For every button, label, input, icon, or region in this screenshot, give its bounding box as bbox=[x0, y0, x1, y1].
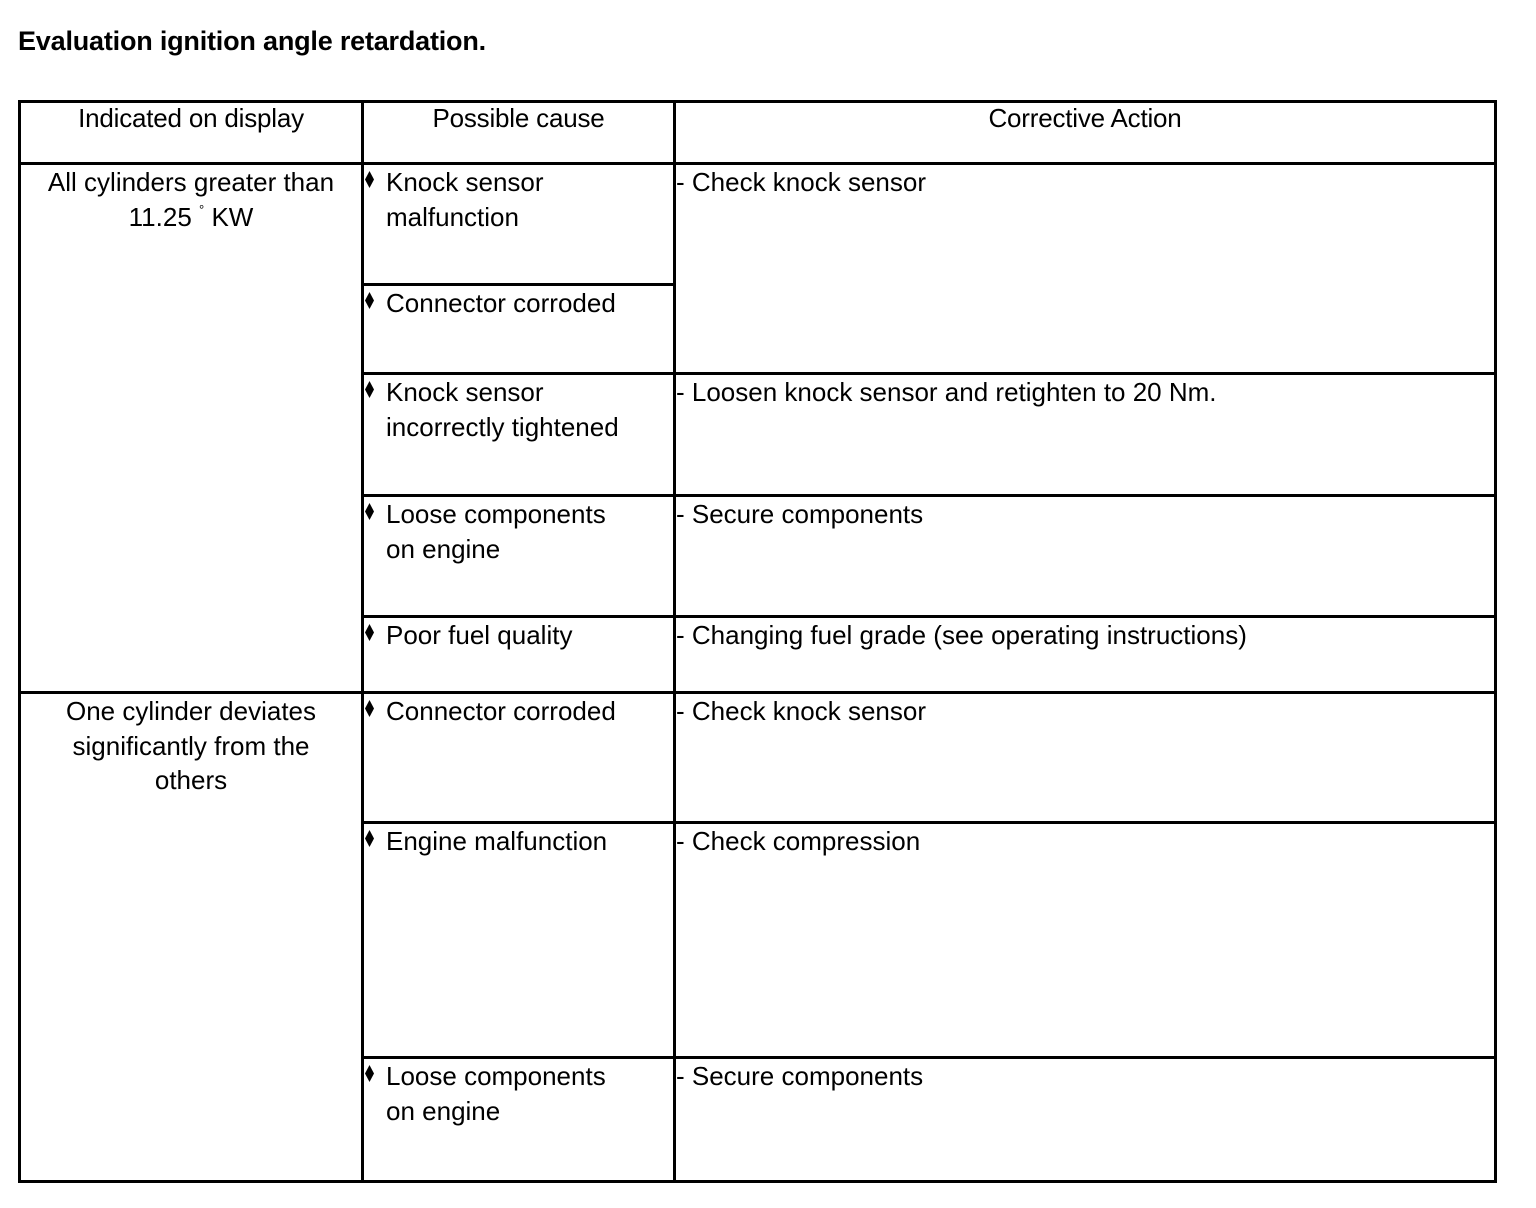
cause-item: Knock sensor malfunction bbox=[364, 165, 673, 234]
corrective-action-text: - Check knock sensor bbox=[676, 696, 926, 726]
cell-possible-cause: Knock sensor malfunction bbox=[361, 162, 676, 286]
table-row: Loose components on engine - Secure comp… bbox=[20, 1056, 1497, 1183]
page-title: Evaluation ignition angle retardation. bbox=[18, 26, 486, 56]
indicated-line-2: significantly from the bbox=[72, 730, 310, 761]
column-header-possible-cause: Possible cause bbox=[361, 100, 676, 165]
cause-line-1: Knock sensor bbox=[386, 377, 544, 407]
table-row: Loose components on engine - Secure comp… bbox=[20, 494, 1497, 618]
diamond-bullet-icon bbox=[364, 381, 386, 398]
cause-item: Loose components on engine bbox=[364, 497, 673, 566]
cell-possible-cause: Knock sensor incorrectly tightened bbox=[361, 372, 676, 497]
cause-line-2: malfunction bbox=[386, 201, 519, 232]
cell-corrective-action: - Check compression bbox=[673, 821, 1497, 1059]
indicated-line-1: One cylinder deviates bbox=[65, 696, 317, 726]
diamond-bullet-icon bbox=[364, 624, 386, 641]
cell-indicated-on-display-group-1: All cylinders greater than 11.25 ° KW bbox=[18, 162, 364, 694]
cell-possible-cause: Loose components on engine bbox=[361, 494, 676, 618]
table-row: Knock sensor incorrectly tightened - Loo… bbox=[20, 372, 1497, 497]
diamond-bullet-icon bbox=[364, 1065, 386, 1082]
cause-item: Connector corroded bbox=[364, 694, 673, 729]
table-row: Engine malfunction - Check compression bbox=[20, 821, 1497, 1059]
cell-possible-cause: Engine malfunction bbox=[361, 821, 676, 1059]
cause-line-1: Loose components bbox=[386, 1061, 606, 1091]
diamond-bullet-icon bbox=[364, 830, 386, 847]
cause-text: Loose components on engine bbox=[386, 497, 673, 566]
corrective-action-text: - Secure components bbox=[676, 1061, 924, 1091]
cause-line-1: Connector corroded bbox=[386, 288, 616, 318]
diamond-bullet-icon bbox=[364, 292, 386, 309]
corrective-action-text: - Secure components bbox=[676, 499, 924, 529]
column-header-corrective-action: Corrective Action bbox=[673, 100, 1497, 165]
degree-superscript-icon: ° bbox=[199, 201, 205, 217]
cause-line-1: Connector corroded bbox=[386, 696, 616, 726]
cell-indicated-on-display-group-2: One cylinder deviates significantly from… bbox=[18, 691, 364, 1183]
cause-line-2: incorrectly tightened bbox=[386, 411, 619, 442]
indicated-line-1: All cylinders greater than bbox=[47, 167, 335, 197]
cell-corrective-action: - Check knock sensor bbox=[673, 691, 1497, 824]
troubleshooting-table: Indicated on display Possible cause Corr… bbox=[18, 100, 1497, 1183]
table-row: Poor fuel quality - Changing fuel grade … bbox=[20, 615, 1497, 694]
cause-item: Loose components on engine bbox=[364, 1059, 673, 1128]
cause-item: Connector corroded bbox=[364, 286, 673, 321]
cause-text: Engine malfunction bbox=[386, 824, 673, 859]
cause-text: Poor fuel quality bbox=[386, 618, 673, 653]
column-header-indicated-on-display: Indicated on display bbox=[18, 100, 364, 165]
cause-line-2: on engine bbox=[386, 1095, 501, 1126]
cause-line-1: Poor fuel quality bbox=[386, 620, 573, 650]
table-row: Connector corroded bbox=[20, 283, 1496, 375]
cause-item: Poor fuel quality bbox=[364, 618, 673, 653]
cell-possible-cause: Connector corroded bbox=[361, 283, 676, 375]
corrective-action-text: - Check compression bbox=[676, 826, 921, 856]
table-row: One cylinder deviates significantly from… bbox=[18, 691, 1497, 1183]
cause-line-1: Engine malfunction bbox=[386, 826, 608, 856]
cause-text: Knock sensor incorrectly tightened bbox=[386, 375, 673, 444]
corrective-action-text: - Check knock sensor bbox=[676, 167, 926, 197]
cause-text: Connector corroded bbox=[386, 286, 673, 321]
corrective-action-text: - Loosen knock sensor and retighten to 2… bbox=[676, 377, 1217, 407]
cell-corrective-action: - Secure components bbox=[673, 494, 1497, 618]
cause-line-2: on engine bbox=[386, 533, 501, 564]
indicated-line-3: others bbox=[154, 765, 228, 796]
cell-corrective-action: - Loosen knock sensor and retighten to 2… bbox=[673, 372, 1497, 497]
cell-possible-cause: Loose components on engine bbox=[361, 1056, 676, 1183]
corrective-action-text: - Changing fuel grade (see operating ins… bbox=[676, 620, 1247, 650]
indicated-value-suffix: KW bbox=[204, 201, 254, 232]
cause-text: Connector corroded bbox=[386, 694, 673, 729]
cell-corrective-action: - Check knock sensor bbox=[673, 162, 1497, 375]
table-header-row: Indicated on display Possible cause Corr… bbox=[18, 100, 1497, 165]
cell-corrective-action: - Secure components bbox=[673, 1056, 1497, 1183]
diamond-bullet-icon bbox=[364, 171, 386, 188]
table-row: All cylinders greater than 11.25 ° KW Kn… bbox=[18, 162, 1497, 694]
cell-possible-cause: Connector corroded bbox=[361, 691, 676, 824]
cause-item: Engine malfunction bbox=[364, 824, 673, 859]
cell-corrective-action: - Changing fuel grade (see operating ins… bbox=[673, 615, 1497, 694]
indicated-line-2: 11.25 ° KW bbox=[21, 200, 361, 235]
diamond-bullet-icon bbox=[364, 503, 386, 520]
cause-item: Knock sensor incorrectly tightened bbox=[364, 375, 673, 444]
diamond-bullet-icon bbox=[364, 700, 386, 717]
cause-line-1: Loose components bbox=[386, 499, 606, 529]
indicated-value-prefix: 11.25 bbox=[128, 201, 200, 232]
cause-line-1: Knock sensor bbox=[386, 167, 544, 197]
cause-text: Knock sensor malfunction bbox=[386, 165, 673, 234]
cell-possible-cause: Poor fuel quality bbox=[361, 615, 676, 694]
cause-text: Loose components on engine bbox=[386, 1059, 673, 1128]
